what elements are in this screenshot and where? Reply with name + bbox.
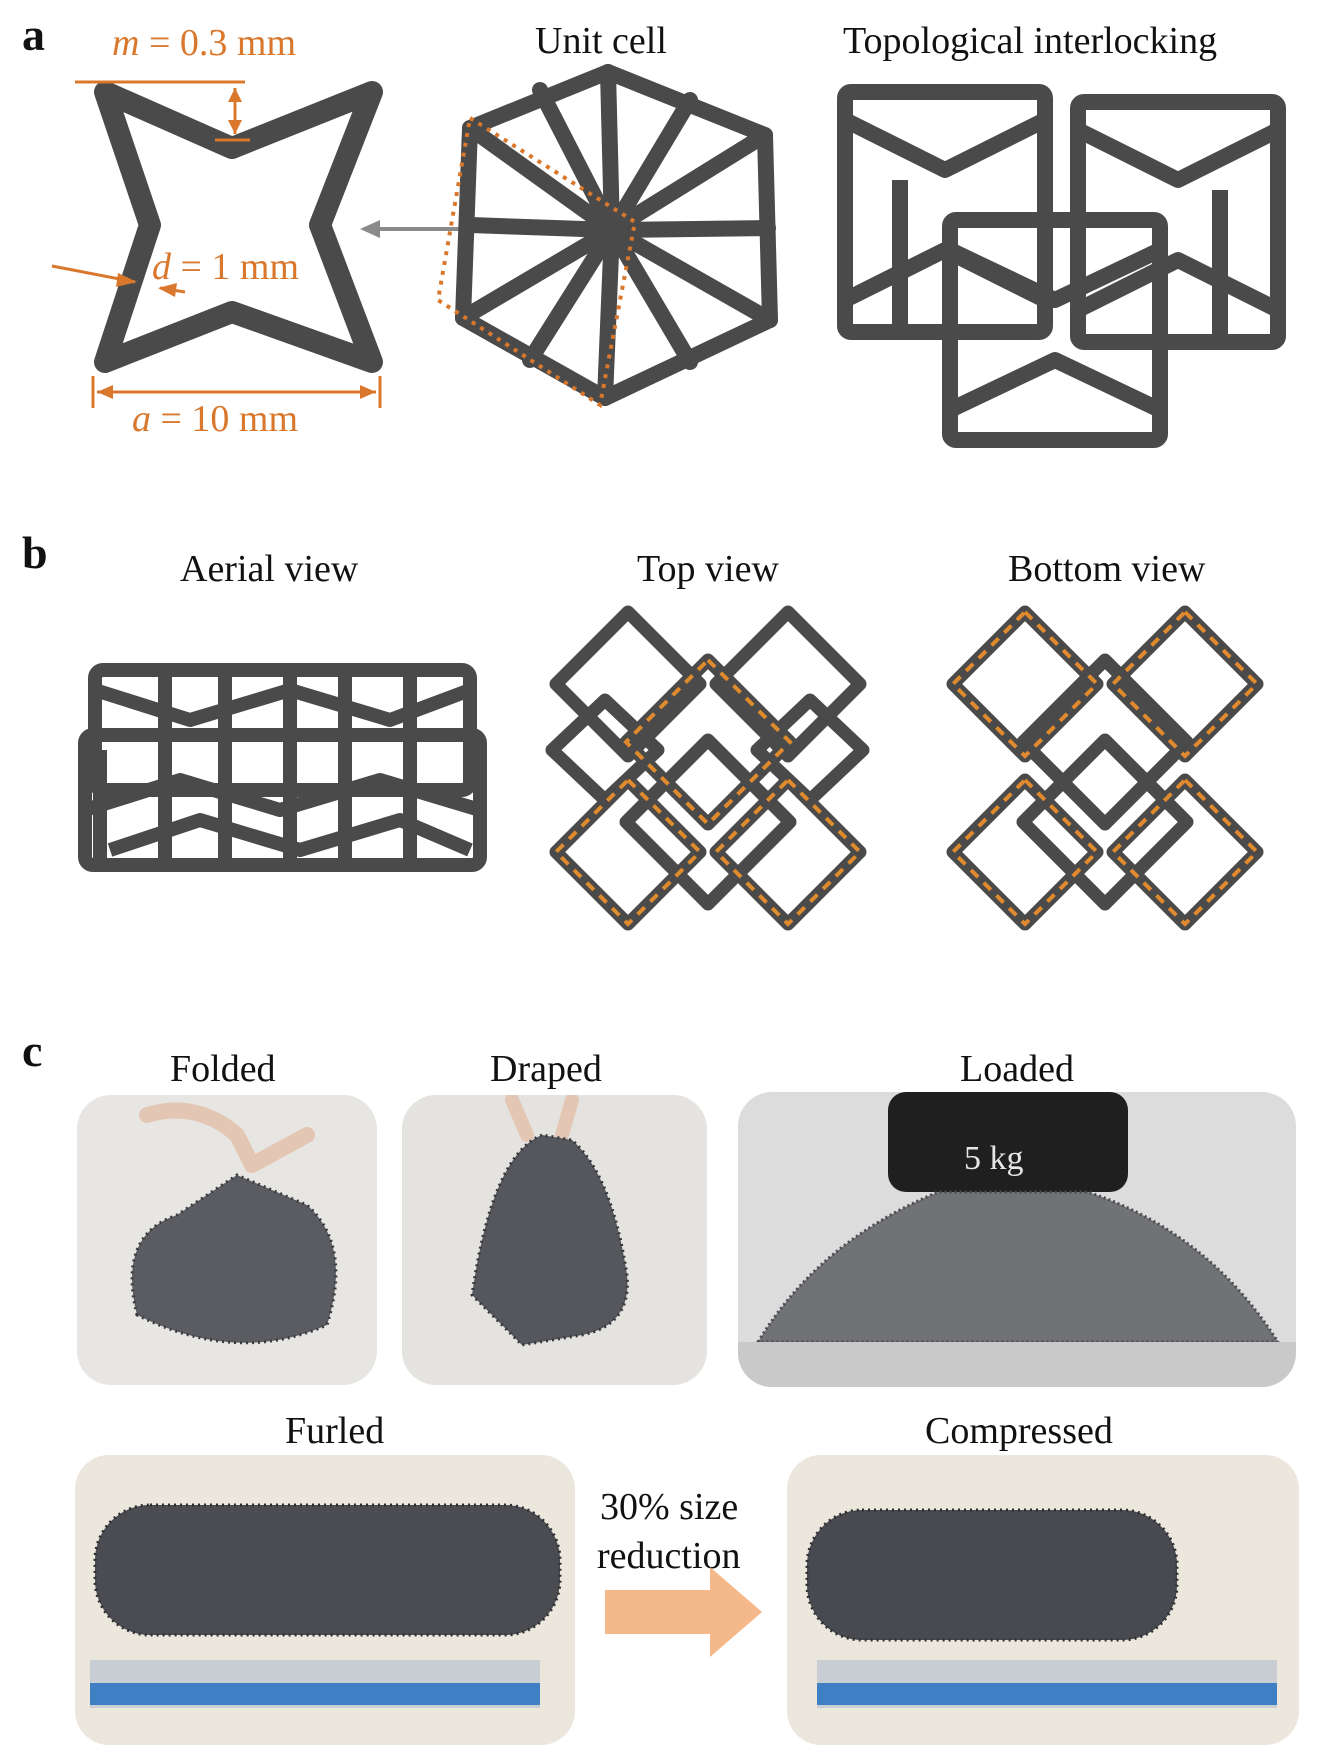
aerial-view-title: Aerial view [180,548,359,590]
bottom-view-title: Bottom view [1008,548,1206,590]
loaded-photo: 5 kg [738,1092,1296,1387]
weight-label: 5 kg [964,1140,1024,1177]
folded-title: Folded [170,1048,276,1090]
top-view-title: Top view [637,548,779,590]
dim-m-label: m = 0.3 mm [112,22,296,64]
draped-title: Draped [490,1048,602,1090]
unit-cell-illustration [435,64,778,409]
compressed-photo [787,1455,1299,1745]
compressed-title: Compressed [925,1410,1113,1452]
arrow-text-line2: reduction [597,1535,741,1577]
folded-photo [77,1095,377,1385]
furled-photo [75,1455,575,1745]
panel-a-letter: a [22,9,45,60]
panel-b-letter: b [22,527,48,578]
top-view-lattice [545,605,870,931]
aerial-view-illustration [78,663,487,872]
draped-photo [402,1095,707,1385]
loaded-title: Loaded [960,1048,1074,1090]
unit-cell-title: Unit cell [535,20,667,62]
star-cross-section [51,80,460,408]
dim-d-label: d = 1 mm [152,246,300,288]
interlocking-title: Topological interlocking [843,20,1218,62]
panel-c-letter: c [22,1025,43,1076]
dim-a-label: a = 10 mm [132,398,299,440]
furled-title: Furled [285,1410,385,1452]
arrow-text-line1: 30% size [600,1486,739,1528]
interlocking-illustration [837,84,1286,448]
bottom-view-lattice [946,605,1264,931]
